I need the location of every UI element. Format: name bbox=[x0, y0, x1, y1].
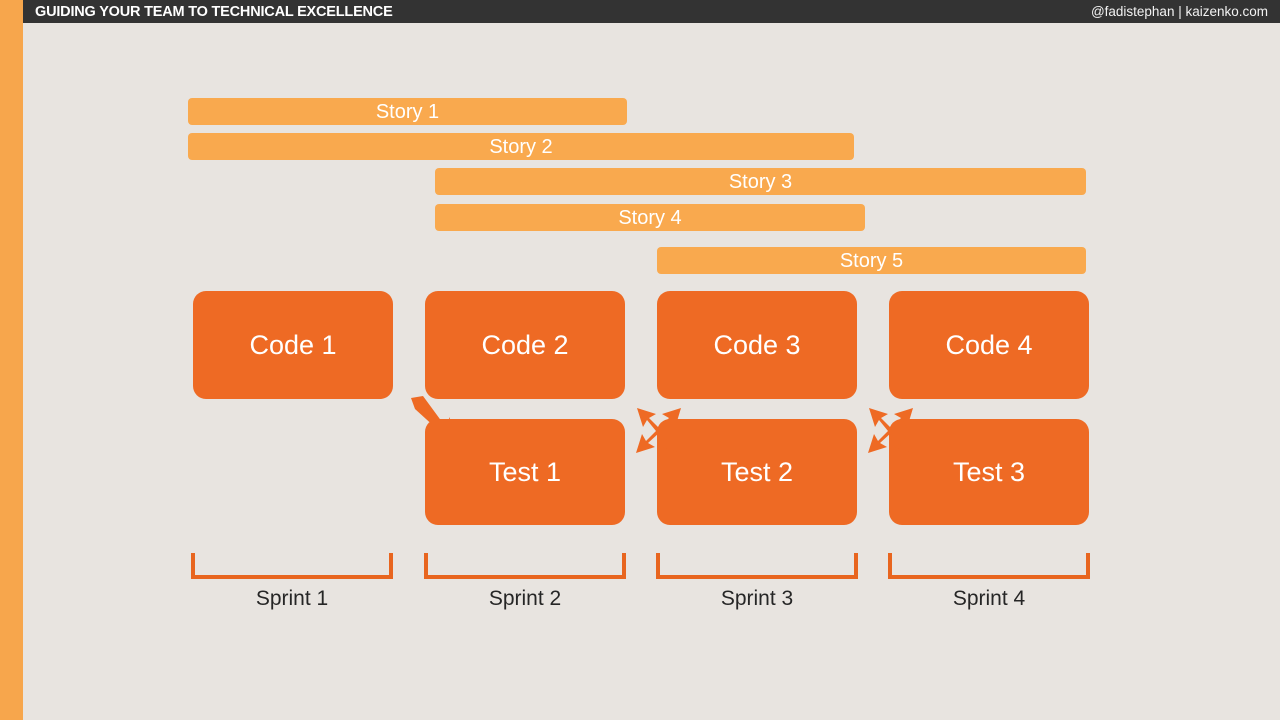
story-bar-label: Story 3 bbox=[728, 170, 793, 193]
sprint-bracket bbox=[656, 553, 858, 579]
code-box-label: Code 1 bbox=[249, 329, 337, 360]
sprint-bracket bbox=[191, 553, 393, 579]
test-box-label: Test 2 bbox=[720, 456, 794, 487]
arrow-bidirectional-diagonal-icon bbox=[868, 408, 913, 453]
sprint-bracket bbox=[424, 553, 626, 579]
left-accent-stripe bbox=[0, 0, 23, 720]
arrow-bidirectional-diagonal-icon bbox=[636, 408, 681, 453]
sprint-bracket bbox=[888, 553, 1090, 579]
diagram-canvas: Story 1 Story 2 Story 3 Story 4 Story 5 … bbox=[23, 23, 1280, 720]
sprint-group-2: Sprint 2 bbox=[424, 553, 626, 623]
sprint-label: Sprint 4 bbox=[952, 587, 1026, 610]
story-bar-label: Story 1 bbox=[375, 100, 440, 123]
story-bar-2[interactable]: Story 2 bbox=[188, 133, 854, 160]
test-box-3[interactable]: Test 3 bbox=[889, 419, 1089, 525]
code-box-label: Code 4 bbox=[945, 329, 1033, 360]
sprint-group-3: Sprint 3 bbox=[656, 553, 858, 623]
author-handle: @fadistephan | kaizenko.com bbox=[1090, 4, 1268, 19]
arrow-down-right-icon bbox=[411, 396, 450, 440]
test-box-1[interactable]: Test 1 bbox=[425, 419, 625, 525]
sprint-group-4: Sprint 4 bbox=[888, 553, 1090, 623]
test-box-2[interactable]: Test 2 bbox=[657, 419, 857, 525]
code-box-label: Code 2 bbox=[481, 329, 569, 360]
story-bar-label: Story 2 bbox=[489, 135, 553, 158]
story-bar-label: Story 4 bbox=[618, 206, 682, 229]
sprint-label: Sprint 1 bbox=[255, 587, 329, 610]
slide-header-bar: GUIDING YOUR TEAM TO TECHNICAL EXCELLENC… bbox=[23, 0, 1280, 23]
page-title: GUIDING YOUR TEAM TO TECHNICAL EXCELLENC… bbox=[35, 3, 393, 20]
story-bar-4[interactable]: Story 4 bbox=[435, 204, 865, 231]
code-box-4[interactable]: Code 4 bbox=[889, 291, 1089, 399]
test-box-label: Test 3 bbox=[952, 456, 1026, 487]
sprint-label: Sprint 2 bbox=[488, 587, 562, 610]
code-box-3[interactable]: Code 3 bbox=[657, 291, 857, 399]
story-bar-label: Story 5 bbox=[839, 249, 904, 272]
test-box-label: Test 1 bbox=[488, 456, 562, 487]
code-box-1[interactable]: Code 1 bbox=[193, 291, 393, 399]
story-bar-3[interactable]: Story 3 bbox=[435, 168, 1086, 195]
code-box-label: Code 3 bbox=[713, 329, 801, 360]
story-bar-1[interactable]: Story 1 bbox=[188, 98, 627, 125]
code-box-2[interactable]: Code 2 bbox=[425, 291, 625, 399]
sprint-group-1: Sprint 1 bbox=[191, 553, 393, 623]
sprint-label: Sprint 3 bbox=[720, 587, 794, 610]
story-bar-5[interactable]: Story 5 bbox=[657, 247, 1086, 274]
